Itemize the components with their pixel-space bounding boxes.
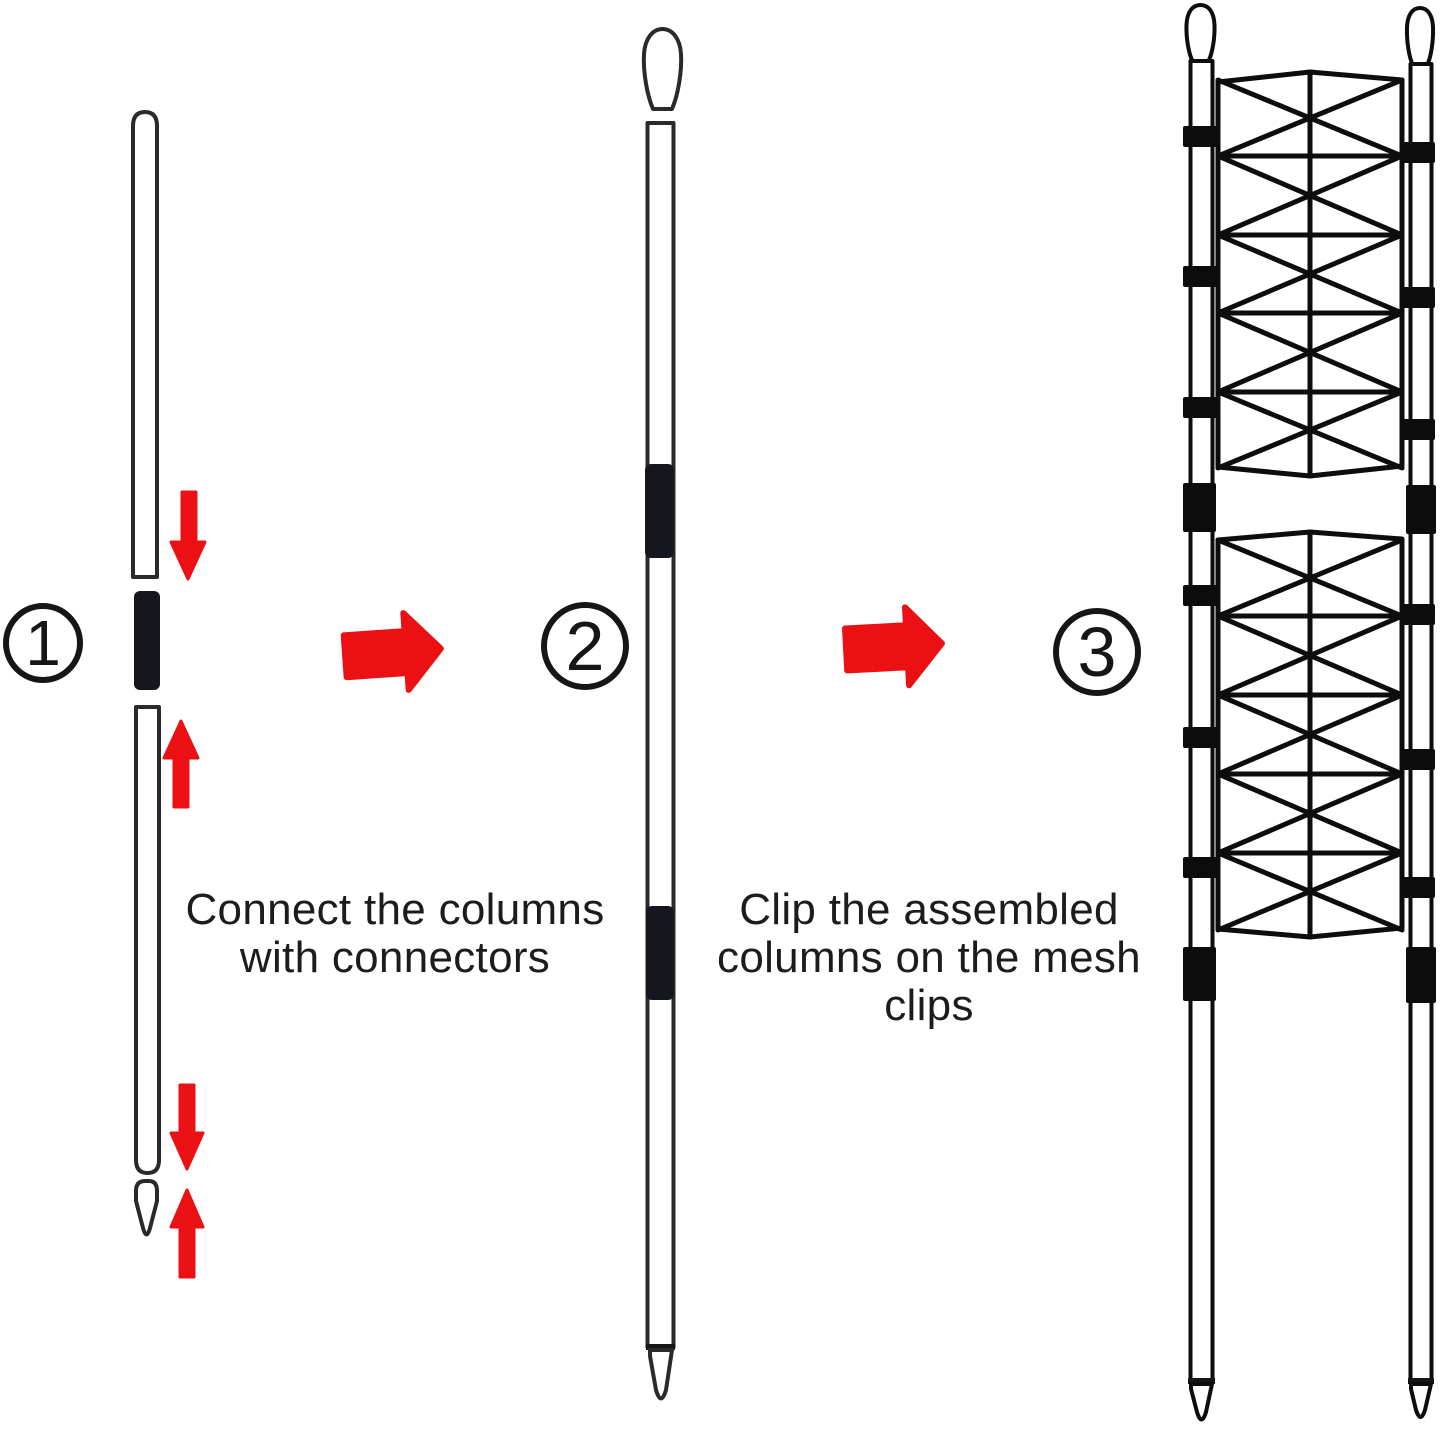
column-spike <box>648 1348 674 1401</box>
column-finial <box>641 27 684 111</box>
caption-line: Connect the columns <box>185 885 605 934</box>
column-connector <box>134 591 160 690</box>
step-3-diagram <box>1183 3 1436 1422</box>
mesh-clip <box>1402 749 1435 770</box>
insert-up-arrow-icon <box>162 719 200 809</box>
next-step-arrow-icon <box>842 604 945 689</box>
column-connector-block <box>1183 483 1216 532</box>
column-connector-block <box>1406 947 1436 1003</box>
mesh-panel-bottom <box>1215 529 1405 940</box>
next-step-arrow-icon <box>340 610 444 693</box>
step-3-number: 3 <box>1077 613 1117 691</box>
step-3-badge: 3 <box>1053 608 1141 696</box>
insert-down-arrow-icon <box>169 1083 205 1171</box>
mesh-clip <box>1183 266 1218 287</box>
step-1-badge: 1 <box>3 603 83 683</box>
trellis-right-column <box>1408 62 1434 1382</box>
mesh-clip <box>1183 585 1218 606</box>
column-connector-block <box>1406 485 1436 534</box>
mesh-clip <box>1402 419 1435 440</box>
right-column-spike <box>1409 1382 1433 1419</box>
right-column-finial <box>1404 6 1436 67</box>
connector-band-upper <box>645 464 674 558</box>
assembled-column <box>645 121 676 1349</box>
step-2-number: 2 <box>565 607 605 685</box>
mesh-clip <box>1183 397 1218 418</box>
upper-column-segment <box>131 110 159 579</box>
insert-up-arrow-icon <box>169 1188 205 1279</box>
caption-connect-columns: Connect the columns with connectors <box>145 886 645 982</box>
caption-line: columns on the mesh <box>717 933 1141 982</box>
step-2-diagram <box>641 27 684 1401</box>
insert-down-arrow-icon <box>169 490 207 581</box>
trellis-left-column <box>1188 59 1215 1382</box>
mesh-panel-top <box>1215 69 1405 479</box>
mesh-lattice <box>1215 529 1405 940</box>
caption-line: clips <box>884 981 974 1030</box>
ground-spike-tip <box>134 1179 159 1237</box>
step-2-to-3-arrow <box>842 604 945 689</box>
step-1-to-2-arrow <box>340 610 444 693</box>
mesh-clip <box>1402 287 1435 308</box>
lower-column-segment <box>134 705 161 1175</box>
left-column-finial <box>1184 3 1217 64</box>
mesh-lattice <box>1215 69 1405 479</box>
mesh-clip <box>1402 604 1435 625</box>
step-2-badge: 2 <box>541 602 629 690</box>
column-connector-block <box>1183 947 1216 1001</box>
mesh-clip <box>1183 126 1218 147</box>
mesh-clip <box>1402 142 1435 163</box>
caption-clip-columns: Clip the assembled columns on the mesh c… <box>679 886 1179 1030</box>
caption-line: with connectors <box>239 933 551 982</box>
mesh-clip <box>1183 857 1218 878</box>
caption-line: Clip the assembled <box>739 885 1119 934</box>
connector-band-lower <box>646 906 674 1000</box>
mesh-clip <box>1402 877 1435 898</box>
left-column-spike <box>1189 1382 1214 1422</box>
step-1-number: 1 <box>25 607 61 679</box>
step-1-diagram <box>131 110 207 1279</box>
mesh-clip <box>1183 727 1218 748</box>
